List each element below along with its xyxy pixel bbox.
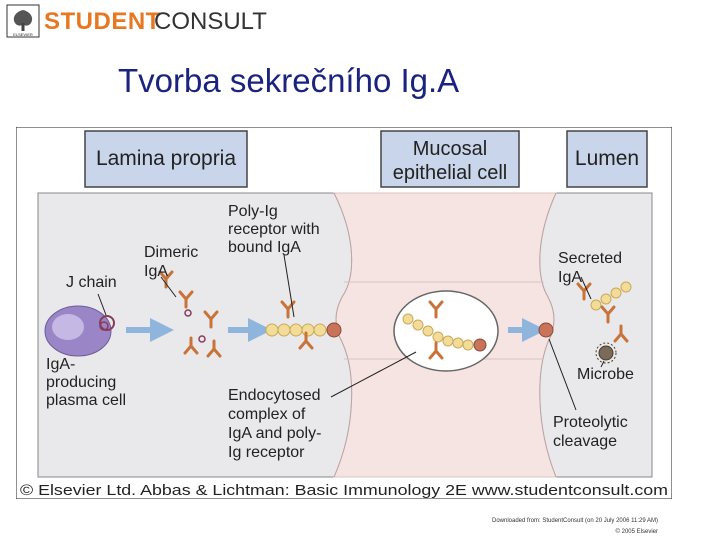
j-chain-loop	[99, 321, 109, 331]
label-endocytosed-line1: Endocytosed	[228, 387, 321, 404]
download-notice: Downloaded from: StudentConsult (on 20 J…	[492, 518, 658, 524]
basolateral-membrane	[333, 192, 353, 478]
label-plasma-line3: plasma cell	[46, 392, 126, 409]
label-plasma-line2: producing	[46, 374, 116, 391]
label-proteolytic-line1: Proteolytic	[553, 414, 628, 431]
label-j-chain: J chain	[66, 274, 117, 291]
label-dimeric-line1: Dimeric	[144, 244, 198, 261]
label-proteolytic-line2: cleavage	[553, 433, 617, 450]
j-chain-marker	[99, 315, 115, 331]
endocytic-vesicle	[393, 290, 499, 372]
dimeric-iga-antibodies	[158, 270, 222, 358]
mucosal-header-line2: epithelial cell	[393, 162, 508, 184]
label-microbe: Microbe	[577, 366, 634, 383]
label-endocytosed-line3: IgA and poly-	[228, 425, 321, 442]
vesicle-contents	[402, 300, 487, 360]
microbe-icon	[595, 342, 617, 364]
label-endocytosed-line4: Ig receptor	[228, 444, 305, 461]
lamina-propria-header-box	[84, 130, 248, 188]
plasma-cell-nucleus	[52, 314, 84, 340]
publisher-mark: ELSEVIER	[13, 32, 33, 37]
iga-secretion-diagram: Lamina propria Mucosal epithelial cell L…	[16, 127, 672, 499]
mucosal-cell-header-box	[380, 130, 520, 188]
label-poly-ig-line1: Poly-Ig	[228, 203, 278, 220]
receptor-anchor	[326, 322, 342, 338]
label-endocytosed-line2: complex of	[228, 406, 306, 423]
mucosal-header-line1: Mucosal	[413, 138, 487, 160]
logo-student-text: STUDENT	[44, 8, 161, 35]
apical-membrane	[539, 192, 557, 478]
label-poly-ig-line3: bound IgA	[228, 239, 301, 256]
figure-copyright: © Elsevier Ltd. Abbas & Lichtman: Basic …	[20, 482, 668, 499]
cleaved-receptor-fragment	[538, 322, 554, 338]
label-pointers	[97, 254, 605, 411]
secreted-iga	[576, 281, 632, 343]
slide-title: Tvorba sekrečního Ig.A	[118, 62, 460, 99]
label-secreted-line2: IgA	[558, 269, 582, 286]
label-poly-ig-line2: receptor with	[228, 221, 320, 238]
lamina-propria-header: Lamina propria	[96, 147, 236, 170]
poly-ig-receptor-chain	[265, 300, 342, 350]
label-plasma-line1: IgA-	[46, 356, 75, 373]
lumen-header: Lumen	[575, 147, 639, 170]
elsevier-tree-icon: ELSEVIER	[6, 4, 40, 38]
label-dimeric-line2: IgA	[144, 263, 168, 280]
lumen-header-box	[566, 130, 648, 188]
footer-copyright: © 2005 Elsevier	[615, 529, 658, 535]
student-consult-logo: ELSEVIER STUDENT CONSULT	[6, 4, 267, 38]
logo-consult-text: CONSULT	[154, 8, 267, 35]
label-secreted-line1: Secreted	[558, 250, 622, 267]
